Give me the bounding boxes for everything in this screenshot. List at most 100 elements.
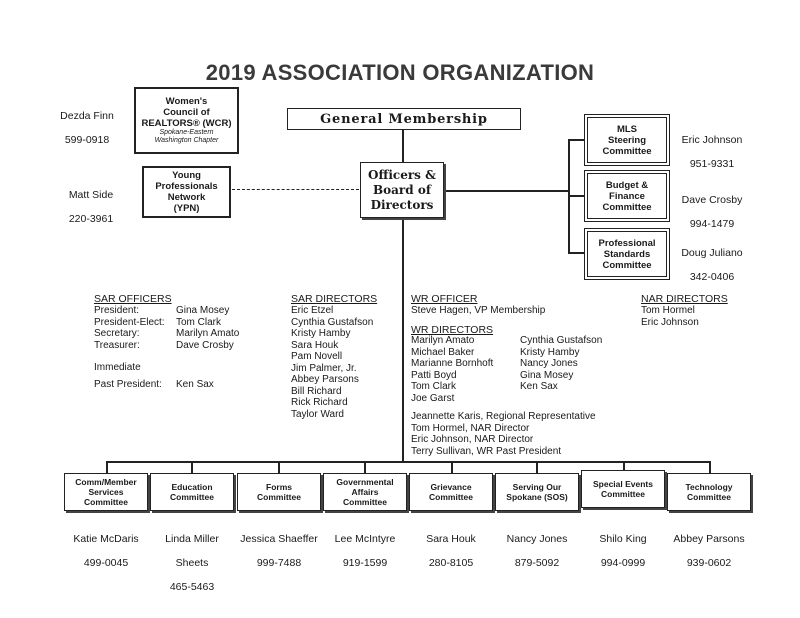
bottom-bar-line <box>106 461 710 463</box>
special-events-box: Special Events Committee <box>581 470 665 508</box>
wcr-sub-1: Spokane-Eastern <box>159 129 214 136</box>
ypn-contact: Matt Side 220-3961 <box>54 177 128 237</box>
contact-line: 465-5463 <box>169 581 215 593</box>
officers-board-box: Officers & Board of Directors <box>360 162 444 218</box>
wr-officer-name: Steve Hagen, VP Membership <box>411 305 546 316</box>
forms-contact: Jessica Shaeffer 999-7488 <box>229 521 329 581</box>
sar-past-name: Ken Sax <box>176 378 214 390</box>
wr-director: Nancy Jones <box>520 358 578 369</box>
sar-directors-section: SAR DIRECTORS Eric Etzel Cynthia Gustafs… <box>291 293 401 420</box>
mls-line-2: Steering <box>607 134 646 146</box>
wr-extra-line: Jeannette Karis, Regional Representative <box>411 411 596 422</box>
comm-member-services-box: Comm/Member Services Committee <box>64 473 148 511</box>
standards-line-2: Standards <box>603 248 651 260</box>
drop-2 <box>191 461 193 473</box>
wcr-contact-phone: 599-0918 <box>64 134 110 146</box>
ypn-line-4: (YPN) <box>173 203 200 214</box>
nar-directors-section: NAR DIRECTORS Tom Hormel Eric Johnson <box>641 293 751 328</box>
contact-line: 280-8105 <box>428 557 474 569</box>
contact-line: Sheets <box>175 557 209 569</box>
wr-directors-heading: WR DIRECTORS <box>411 323 494 336</box>
contact-line: Linda Miller <box>165 533 219 545</box>
standards-line-3: Committee <box>602 259 652 271</box>
sar-officer-role: Secretary: <box>94 328 140 339</box>
committee-line: Services <box>88 487 124 497</box>
ypn-line-3: Network <box>167 192 206 203</box>
sar-officers-heading: SAR OFFICERS <box>94 293 172 305</box>
sos-committee-box: Serving Our Spokane (SOS) <box>495 473 579 511</box>
committee-line: Forms <box>266 482 292 492</box>
wr-director: Cynthia Gustafson <box>520 335 603 346</box>
drop-7 <box>623 461 625 473</box>
contact-line: 994-0999 <box>600 557 646 569</box>
grievance-contact: Sara Houk 280-8105 <box>405 521 497 581</box>
contact-line: 499-0045 <box>83 557 129 569</box>
committee-line: Special Events <box>592 479 653 489</box>
stub-standards <box>568 252 584 254</box>
officers-board-line-3: Directors <box>370 197 434 212</box>
wr-director: Michael Baker <box>411 346 475 358</box>
sar-officer-role: Treasurer: <box>94 339 140 351</box>
wr-director: Marilyn Amato <box>411 335 475 346</box>
technology-contact: Abbey Parsons 939-0602 <box>663 521 755 581</box>
wr-director: Joe Garst <box>411 392 455 404</box>
officers-board-line-2: Board of <box>373 182 431 197</box>
committee-line: Committee <box>343 497 387 507</box>
mls-steering-box: MLS Steering Committee <box>587 117 667 163</box>
committee-line: Education <box>171 482 213 492</box>
budget-contact: Dave Crosby 994-1479 <box>674 182 750 242</box>
sar-director: Abbey Parsons <box>291 374 359 385</box>
budget-contact-phone: 994-1479 <box>689 218 735 230</box>
wr-extra-line: Tom Hormel, NAR Director <box>411 422 530 434</box>
sar-officer-row: Secretary:Marilyn Amato <box>94 328 274 340</box>
main-trunk-line <box>402 219 404 462</box>
wcr-contact: Dezda Finn 599-0918 <box>50 98 124 158</box>
contact-line: 919-1599 <box>342 557 388 569</box>
contact-line: Abbey Parsons <box>673 533 745 545</box>
contact-line: 999-7488 <box>256 557 302 569</box>
comm-member-contact: Katie McDaris 499-0045 <box>60 521 152 581</box>
sar-officers-section: SAR OFFICERS President:Gina Mosey Presid… <box>94 293 274 390</box>
sar-officer-role: President-Elect: <box>94 316 165 328</box>
wr-director: Ken Sax <box>520 381 558 392</box>
drop-5 <box>451 461 453 473</box>
committee-line: Grievance <box>430 482 472 492</box>
wcr-line-1: Women's <box>165 96 208 107</box>
wr-extra-line: Eric Johnson, NAR Director <box>411 434 534 445</box>
contact-line: Jessica Shaeffer <box>240 533 318 545</box>
budget-finance-box: Budget & Finance Committee <box>587 173 667 219</box>
committee-line: Spokane (SOS) <box>506 492 568 502</box>
sar-officer-role: President: <box>94 305 140 316</box>
standards-line-1: Professional <box>598 237 656 249</box>
budget-line-3: Committee <box>602 201 652 213</box>
nar-director: Tom Hormel <box>641 305 695 316</box>
nar-directors-heading: NAR DIRECTORS <box>641 293 728 305</box>
sar-director: Eric Etzel <box>291 305 334 316</box>
grievance-committee-box: Grievance Committee <box>409 473 493 511</box>
contact-line: 939-0602 <box>686 557 732 569</box>
sar-director: Taylor Ward <box>291 408 344 420</box>
committee-line: Technology <box>685 482 733 492</box>
mls-contact-name: Eric Johnson <box>681 134 743 146</box>
wr-section: WR OFFICER Steve Hagen, VP Membership WR… <box>411 293 641 336</box>
mls-line-1: MLS <box>616 123 638 135</box>
mls-line-3: Committee <box>602 145 652 157</box>
standards-contact-phone: 342-0406 <box>689 271 735 283</box>
membership-to-board-line <box>402 129 404 162</box>
governmental-contact: Lee McIntyre 919-1599 <box>319 521 411 581</box>
committee-line: Committee <box>257 492 301 502</box>
general-membership-box: General Membership <box>287 108 521 130</box>
committee-line: Committee <box>429 492 473 502</box>
professional-standards-box: Professional Standards Committee <box>587 231 667 277</box>
mls-contact: Eric Johnson 951-9331 <box>674 122 750 182</box>
nar-director: Eric Johnson <box>641 316 699 328</box>
sar-director: Rick Richard <box>291 397 348 408</box>
drop-3 <box>278 461 280 473</box>
board-to-committees-line <box>443 190 568 192</box>
general-membership-label: General Membership <box>320 111 488 127</box>
contact-line: Sara Houk <box>426 533 476 545</box>
education-committee-box: Education Committee <box>150 473 234 511</box>
sar-officer-name: Tom Clark <box>176 316 222 328</box>
sar-officer-name: Dave Crosby <box>176 339 234 351</box>
page-title: 2019 ASSOCIATION ORGANIZATION <box>205 60 595 85</box>
